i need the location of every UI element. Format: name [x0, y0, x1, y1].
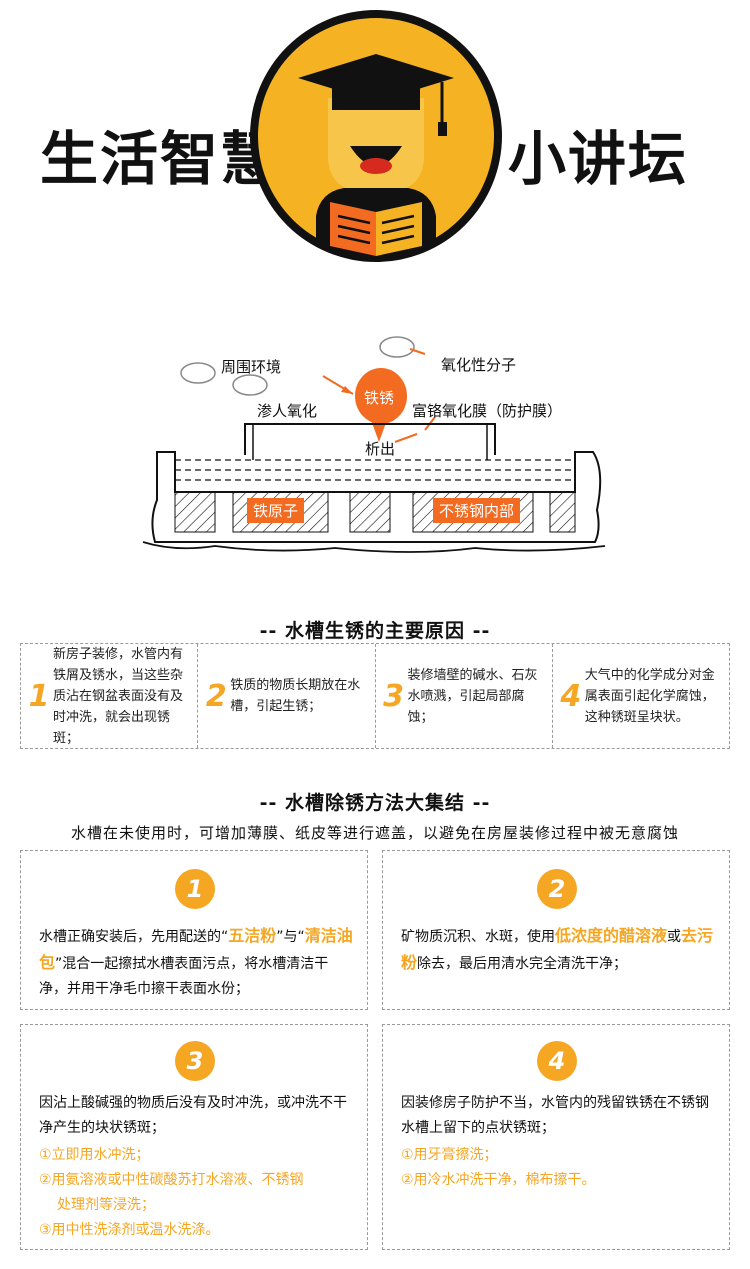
method-step: ②用氨溶液或中性碳酸苏打水溶液、不锈钢	[39, 1172, 304, 1188]
cause-item: 4 大气中的化学成分对金属表面引起化学腐蚀，这种锈斑呈块状。	[551, 644, 729, 748]
highlight-vinegar: 低浓度的醋溶液	[555, 926, 668, 945]
method-text-part: ”与“	[276, 929, 305, 945]
method-text-part: 或	[667, 929, 682, 945]
label-chromium-film: 富铬氧化膜（防护膜）	[412, 402, 563, 420]
highlight-powder: 五洁粉	[228, 926, 277, 945]
cause-number: 2	[205, 678, 227, 714]
label-oxidizing-molecule: 氧化性分子	[441, 356, 517, 374]
cause-item: 3 装修墙壁的碱水、石灰水喷溅，引起局部腐蚀；	[374, 644, 552, 748]
method-step: ②用冷水冲洗干净，棉布擦干。	[401, 1172, 596, 1188]
method-card-1: 1 水槽正确安装后，先用配送的“五洁粉”与“清洁油包”混合一起擦拭水槽表面污点，…	[20, 850, 368, 1010]
causes-panel: 1 新房子装修，水管内有铁屑及锈水，当这些杂质沾在钢盆表面没有及时冲洗，就会出现…	[20, 643, 730, 749]
method-text-part: ”混合一起擦拭水槽表面污点，将水槽清洁干净，并用干净毛巾擦干表面水份；	[39, 956, 329, 997]
highlight-cleanser: 去污粉	[401, 926, 714, 972]
methods-note: 水槽在未使用时，可增加薄膜、纸皮等进行遮盖，以避免在房屋装修过程中被无意腐蚀	[70, 824, 679, 842]
methods-section-title: -- 水槽除锈方法大集结 --	[259, 792, 491, 814]
method-card-4: 4 因装修房子防护不当，水管内的残留铁锈在不锈钢水槽上留下的点状锈斑； ①用牙膏…	[382, 1024, 730, 1250]
method-step: ①立即用水冲洗；	[39, 1147, 150, 1163]
tag-steel-inner: 不锈钢内部	[433, 498, 521, 523]
method-text-part: 水槽正确安装后，先用配送的“	[39, 929, 229, 945]
method-step: ③用中性洗涤剂或温水洗涤。	[39, 1222, 220, 1238]
cause-text: 大气中的化学成分对金属表面引起化学腐蚀，这种锈斑呈块状。	[584, 667, 715, 725]
method-text: 水槽正确安装后，先用配送的“五洁粉”与“清洁油包”混合一起擦拭水槽表面污点，将水…	[39, 923, 355, 1002]
method-card-3: 3 因沾上酸碱强的物质后没有及时冲洗，或冲洗不干净产生的块状锈斑； ①立即用水冲…	[20, 1024, 368, 1250]
method-number-badge: 2	[537, 869, 577, 909]
cause-item: 1 新房子装修，水管内有铁屑及锈水，当这些杂质沾在钢盆表面没有及时冲洗，就会出现…	[21, 644, 197, 748]
method-text-part: 除去，最后用清水完全清洗干净；	[417, 956, 628, 972]
highlight-oil-pack: 清洁油包	[39, 926, 353, 972]
cause-number: 3	[383, 678, 404, 714]
label-precipitate: 析出	[365, 440, 396, 458]
label-rust: 铁锈	[364, 389, 395, 407]
method-number-badge: 4	[537, 1041, 577, 1081]
method-step: 处理剂等浸洗；	[57, 1197, 155, 1213]
cause-text: 新房子装修，水管内有铁屑及锈水，当这些杂质沾在钢盆表面没有及时冲洗，就会出现锈斑…	[53, 646, 184, 746]
cause-number: 1	[28, 678, 50, 714]
method-text-part: 矿物质沉积、水斑，使用	[401, 929, 555, 945]
rust-mechanism-diagram: 周围环境 氧化性分子 渗人氧化 铁锈 富铬氧化膜（防护膜） 析出 铁原子 不锈钢…	[135, 320, 615, 580]
header-right-title: 小讲坛	[508, 125, 689, 193]
label-environment: 周围环境	[221, 358, 282, 376]
method-intro: 因沾上酸碱强的物质后没有及时冲洗，或冲洗不干净产生的块状锈斑；	[39, 1095, 347, 1136]
method-text: 矿物质沉积、水斑，使用低浓度的醋溶液或去污粉除去，最后用清水完全清洗干净；	[401, 923, 717, 977]
cause-text: 铁质的物质长期放在水槽，引起生锈；	[230, 678, 361, 714]
cause-item: 2 铁质的物质长期放在水槽，引起生锈；	[197, 644, 374, 748]
tag-iron-atom: 铁原子	[247, 498, 305, 523]
method-step: ①用牙膏擦洗；	[401, 1147, 498, 1163]
scholar-mascot-logo	[250, 10, 502, 262]
method-card-2: 2 矿物质沉积、水斑，使用低浓度的醋溶液或去污粉除去，最后用清水完全清洗干净；	[382, 850, 730, 1010]
cause-text: 装修墙壁的碱水、石灰水喷溅，引起局部腐蚀；	[407, 667, 538, 725]
method-number-badge: 3	[175, 1041, 215, 1081]
cause-number: 4	[560, 678, 582, 714]
causes-section-title: -- 水槽生锈的主要原因 --	[259, 620, 491, 642]
label-penetrate-oxidation: 渗人氧化	[257, 402, 318, 420]
header-left-title: 生活智慧	[40, 125, 281, 193]
method-intro: 因装修房子防护不当，水管内的残留铁锈在不锈钢水槽上留下的点状锈斑；	[401, 1095, 709, 1136]
method-number-badge: 1	[175, 869, 215, 909]
